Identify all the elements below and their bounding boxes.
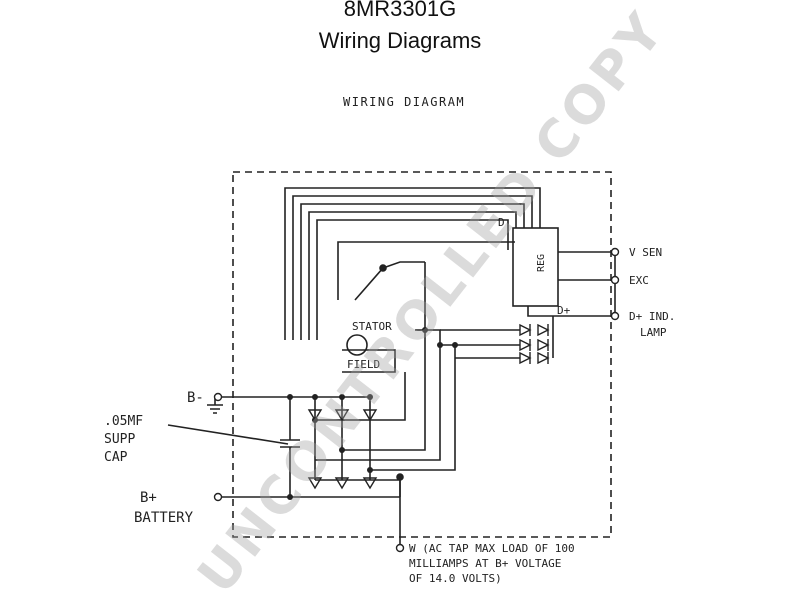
regulator-box	[512, 227, 559, 307]
v-sen-label: V SEN	[629, 246, 662, 259]
terminal-v-sen	[610, 247, 620, 257]
bridge-bottom	[315, 479, 401, 497]
junction-dot	[437, 342, 443, 348]
exc-label: EXC	[629, 274, 649, 287]
lamp-label: LAMP	[640, 326, 667, 339]
terminal-w	[395, 543, 405, 553]
terminal-exc	[610, 275, 620, 285]
cap-label-2: SUPP	[104, 432, 135, 447]
w-tap-label-2: MILLIAMPS AT B+ VOLTAGE	[409, 557, 561, 570]
rect-diode-p1	[307, 477, 323, 490]
d-plus-ind-label: D+ IND.	[629, 310, 675, 323]
lead-3	[300, 203, 525, 340]
diode-d3	[519, 351, 532, 365]
lead-4	[308, 211, 517, 340]
junction-dot	[312, 417, 318, 423]
diagram-heading: WIRING DIAGRAM	[343, 95, 465, 109]
lead-1	[284, 187, 541, 340]
diode-d4	[537, 323, 550, 337]
stator-top-wire	[382, 261, 425, 269]
d-top-label: D	[498, 216, 505, 229]
cap-label-3: CAP	[104, 450, 128, 465]
rect-diode-p3	[362, 477, 378, 490]
page-subtitle: Wiring Diagrams	[318, 28, 482, 53]
ground-symbol	[207, 397, 223, 414]
reg-label: REG	[536, 254, 547, 272]
phase-a	[342, 330, 426, 451]
field-rotor	[346, 334, 368, 356]
junction-dot	[287, 494, 293, 500]
cap-label-1: .05MF	[104, 414, 143, 429]
b-minus-label: B-	[187, 390, 204, 406]
stator-label: STATOR	[352, 320, 392, 333]
d-plus-label: D+	[557, 304, 571, 317]
junction-dot	[367, 467, 373, 473]
b-plus-label: B+	[140, 490, 157, 506]
terminal-d-plus	[610, 311, 620, 321]
diode-d6	[537, 351, 550, 365]
phase-b	[315, 345, 441, 461]
junction-dot	[312, 394, 318, 400]
diode-d5	[537, 338, 550, 352]
battery-label: BATTERY	[134, 510, 194, 526]
lead-2	[292, 195, 533, 340]
rect-diode-p2	[334, 477, 350, 490]
junction-dot	[367, 394, 373, 400]
terminal-b-plus	[213, 492, 223, 502]
d-plus-wire	[527, 306, 615, 317]
lead-6	[337, 241, 515, 300]
stator-left-wire	[354, 267, 384, 301]
w-tap-label-1: W (AC TAP MAX LOAD OF 100	[409, 542, 575, 555]
field-down	[370, 372, 406, 421]
junction-dot	[287, 394, 293, 400]
field-bracket	[342, 349, 396, 373]
junction-dot	[422, 327, 428, 333]
stator-node	[379, 264, 387, 272]
part-number-title: 8MR3301G	[343, 0, 457, 21]
junction-dot	[339, 447, 345, 453]
lead-5	[316, 219, 509, 340]
rect-diode-n3	[362, 409, 378, 422]
rect-diode-n2	[334, 409, 350, 422]
junction-dot	[452, 342, 458, 348]
field-label: FIELD	[347, 358, 380, 371]
rect-diode-n1	[307, 409, 323, 422]
diode-d1	[519, 323, 532, 337]
terminal-b-minus	[213, 392, 223, 402]
cap-pointer	[167, 424, 289, 445]
diode-d2	[519, 338, 532, 352]
w-node	[396, 473, 404, 481]
junction-dot	[339, 394, 345, 400]
w-tap-label-3: OF 14.0 VOLTS)	[409, 572, 502, 585]
phase-c	[370, 345, 456, 471]
